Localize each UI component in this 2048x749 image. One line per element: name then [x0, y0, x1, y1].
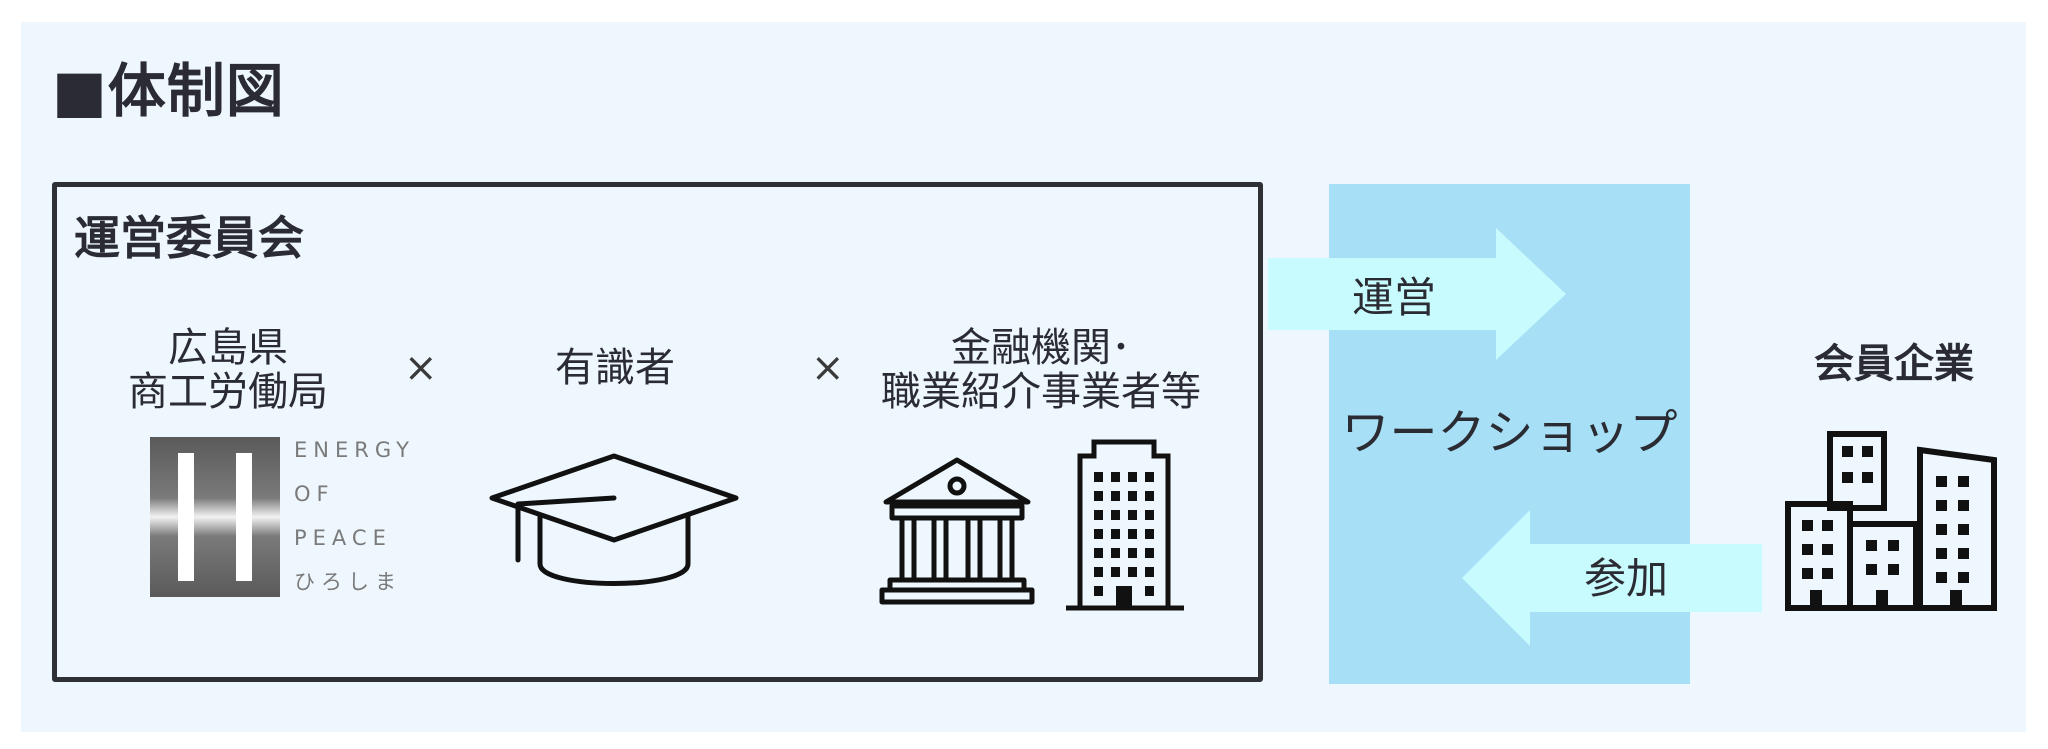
prefecture-label: 広島県 商工労働局	[108, 326, 348, 414]
building-window	[1958, 524, 1969, 535]
building-window	[1128, 548, 1137, 558]
building-window	[1802, 568, 1813, 579]
building-window	[1950, 590, 1962, 608]
building-window	[1958, 476, 1969, 487]
building-window	[1145, 491, 1154, 501]
building-window	[1822, 568, 1833, 579]
building-window	[1802, 520, 1813, 531]
prefecture-label-line2: 商工労働局	[128, 369, 328, 415]
building-window	[1145, 529, 1154, 539]
building-window	[1111, 529, 1120, 539]
building-window	[1862, 472, 1873, 483]
building-window	[1802, 544, 1813, 555]
building-window	[1111, 510, 1120, 520]
building-window	[1145, 472, 1154, 482]
member-companies-label: 会員企業	[1814, 341, 1974, 387]
building-window	[1936, 500, 1947, 511]
experts-label: 有識者	[555, 345, 675, 391]
building-window	[1145, 510, 1154, 520]
building-window	[1936, 524, 1947, 535]
building-window	[1116, 586, 1132, 608]
bank-icon	[879, 457, 1035, 605]
diagram-panel	[21, 22, 2026, 732]
building-window	[1822, 544, 1833, 555]
finance-label-line1: 金融機関･	[951, 325, 1131, 371]
building-window	[1094, 491, 1103, 501]
building-window	[1145, 548, 1154, 558]
building-window	[1936, 572, 1947, 583]
building-window	[1888, 540, 1899, 551]
building-window	[1842, 446, 1853, 457]
company-buildings-icon	[1785, 431, 1997, 611]
times-symbol-1: ×	[404, 345, 438, 391]
building-window	[1862, 446, 1873, 457]
finance-label: 金融機関･ 職業紹介事業者等	[862, 326, 1220, 414]
building-window	[1128, 529, 1137, 539]
building-window	[1111, 567, 1120, 577]
building-window	[1094, 586, 1103, 596]
logo-word-peace: PEACE	[294, 526, 392, 550]
workshop-label: ワークショップ	[1341, 405, 1678, 461]
building-window	[1094, 472, 1103, 482]
building-window	[1111, 548, 1120, 558]
logo-word-of: OF	[294, 482, 335, 506]
prefecture-label-line1: 広島県	[168, 325, 288, 371]
logo-word-energy: ENERGY	[294, 438, 415, 462]
building-window	[1128, 491, 1137, 501]
building-window	[1145, 567, 1154, 577]
building-window	[1128, 510, 1137, 520]
building-window	[1958, 548, 1969, 559]
join-arrow-label: 参加	[1584, 554, 1669, 603]
times-symbol-2: ×	[811, 345, 845, 391]
graduation-cap-icon	[489, 453, 739, 586]
building-window	[1936, 476, 1947, 487]
building-window	[1111, 472, 1120, 482]
building-window	[1128, 472, 1137, 482]
office-building-icon	[1066, 439, 1184, 611]
committee-box	[52, 182, 1263, 682]
building-window	[1145, 586, 1154, 596]
building-window	[1866, 564, 1877, 575]
building-window	[1842, 472, 1853, 483]
operate-arrow-label: 運営	[1352, 273, 1437, 322]
building-window	[1936, 548, 1947, 559]
building-window	[1128, 567, 1137, 577]
energy-of-peace-logo	[150, 437, 280, 597]
building-window	[1111, 491, 1120, 501]
finance-label-line2: 職業紹介事業者等	[881, 369, 1201, 415]
building-window	[1094, 510, 1103, 520]
building-window	[1094, 548, 1103, 558]
building-window	[1810, 590, 1822, 608]
logo-word-hiroshima: ひろしま	[294, 570, 402, 594]
building-window	[1958, 500, 1969, 511]
building-window	[1866, 540, 1877, 551]
page-title: ■体制図	[52, 57, 285, 125]
building-window	[1876, 590, 1888, 608]
building-window	[1822, 520, 1833, 531]
building-window	[1094, 529, 1103, 539]
committee-title: 運営委員会	[74, 211, 304, 265]
building-window	[1094, 567, 1103, 577]
building-window	[1958, 572, 1969, 583]
building-window	[1888, 564, 1899, 575]
